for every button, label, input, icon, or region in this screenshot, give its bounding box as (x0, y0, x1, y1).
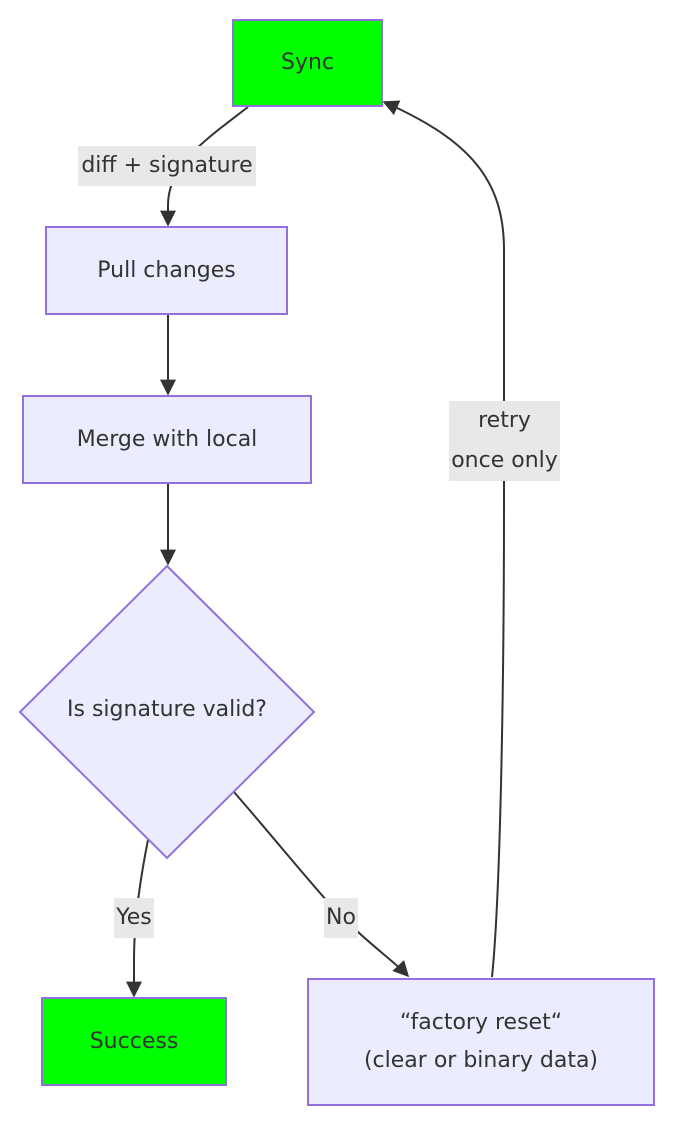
node-merge-with-local-label: Merge with local (76, 426, 258, 452)
node-factory-reset-title: “factory reset“ (399, 1010, 563, 1035)
edge-label-yes: Yes (114, 898, 154, 938)
node-success-label: Success (89, 1028, 179, 1054)
edge-reset-retry-to-sync (382, 100, 505, 978)
node-factory-reset: “factory reset“ (clear or binary data) (307, 978, 655, 1106)
decision-diamond (18, 564, 316, 860)
edge-label-retry: retry once only (449, 401, 560, 481)
edge-label-diff-signature: diff + signature (78, 146, 256, 186)
node-pull-changes: Pull changes (45, 226, 288, 315)
edge-decision-no-to-reset (233, 791, 410, 978)
node-success: Success (41, 997, 227, 1086)
edge-label-no: No (324, 898, 358, 938)
node-pull-changes-label: Pull changes (97, 257, 236, 283)
edge-label-yes-text: Yes (116, 905, 152, 930)
edge-label-no-text: No (326, 905, 356, 930)
edge-label-retry-line2: once only (451, 448, 558, 473)
node-sync: Sync (232, 19, 383, 107)
edge-label-diff-signature-text: diff + signature (81, 153, 253, 178)
node-sync-label: Sync (280, 50, 335, 75)
node-factory-reset-subtitle: (clear or binary data) (363, 1048, 599, 1073)
node-decision-label: Is signature valid? (67, 697, 267, 722)
edge-label-retry-line1: retry (478, 408, 531, 433)
node-merge-with-local: Merge with local (22, 395, 312, 484)
